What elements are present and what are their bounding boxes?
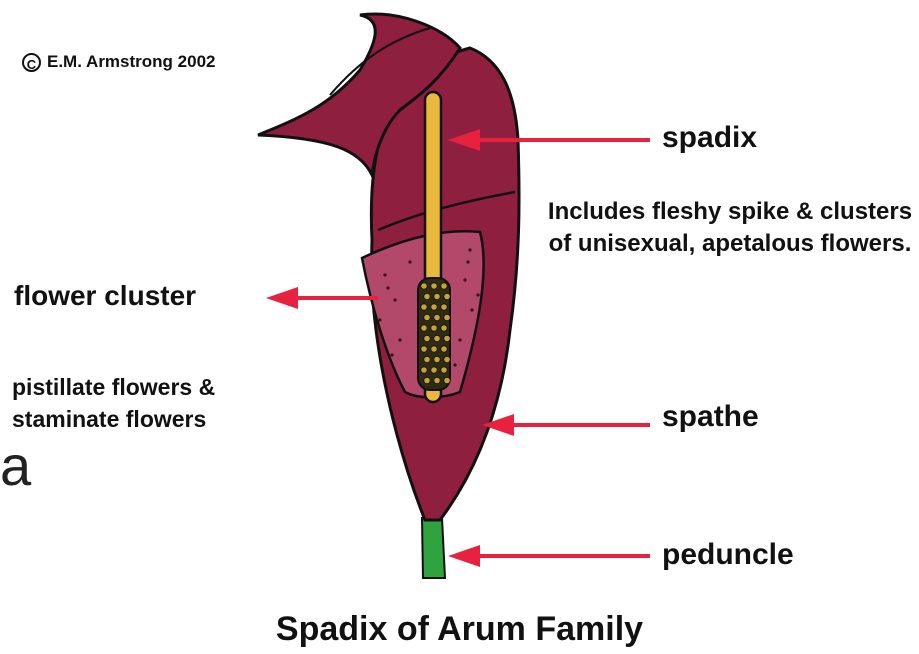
speckle-dot <box>463 278 466 281</box>
spadix-arrow <box>448 129 650 151</box>
spadix-label: spadix <box>662 121 757 155</box>
flower-dot <box>444 293 450 299</box>
flower-dot <box>431 283 437 289</box>
copyright-notice: C E.M. Armstrong 2002 <box>22 52 215 72</box>
speckle-dot <box>390 353 393 356</box>
speckle-dot <box>393 298 396 301</box>
flower-cluster-dots <box>418 278 450 390</box>
diagram-title: Spadix of Arum Family <box>0 610 919 649</box>
flower-dot <box>431 325 437 331</box>
flower-dot <box>441 367 447 373</box>
flower-dot <box>444 356 450 362</box>
speckle-dot <box>378 318 381 321</box>
peduncle-stem <box>422 518 445 578</box>
flower-dot <box>424 293 430 299</box>
flower-dot <box>421 367 427 373</box>
flower-dot <box>424 377 430 383</box>
flower-dot <box>424 356 430 362</box>
spathe-arrow <box>482 414 650 436</box>
speckle-dot <box>383 273 386 276</box>
peduncle-label: peduncle <box>662 538 794 572</box>
flower-dot <box>434 293 440 299</box>
speckle-dot <box>470 308 473 311</box>
flower-dot <box>421 283 427 289</box>
peduncle-arrow <box>448 545 650 567</box>
speckle-dot <box>386 286 389 289</box>
copyright-icon: C <box>22 53 41 72</box>
flower-dot <box>431 346 437 352</box>
spadix-description: Includes fleshy spike & clusters of unis… <box>545 196 915 260</box>
flower-dot <box>444 335 450 341</box>
copyright-text: E.M. Armstrong 2002 <box>47 52 215 72</box>
speckle-dot <box>468 248 471 251</box>
flower-dot <box>441 346 447 352</box>
speckle-dot <box>398 338 401 341</box>
flower-dot <box>421 346 427 352</box>
flower-dot <box>421 304 427 310</box>
flower-dot <box>421 325 427 331</box>
flower-dot <box>424 314 430 320</box>
flower-dot <box>431 367 437 373</box>
flower-dot <box>424 335 430 341</box>
flower-cluster-arrow <box>266 287 378 309</box>
flower-cluster-description: pistillate flowers & staminate flowers <box>12 371 312 435</box>
speckle-dot <box>458 338 461 341</box>
speckle-dot <box>466 260 469 263</box>
stray-glyph: a <box>0 438 31 494</box>
flower-dot <box>441 304 447 310</box>
flower-dot <box>431 304 437 310</box>
flower-dot <box>434 335 440 341</box>
flower-cluster-label: flower cluster <box>14 280 196 312</box>
flower-dot <box>441 325 447 331</box>
flower-dot <box>444 314 450 320</box>
flower-dot <box>434 377 440 383</box>
speckle-dot <box>476 293 479 296</box>
speckle-dot <box>408 260 411 263</box>
flower-dot <box>444 377 450 383</box>
flower-dot <box>434 314 440 320</box>
spathe-label: spathe <box>662 400 759 434</box>
flower-dot <box>441 283 447 289</box>
flower-dot <box>434 356 440 362</box>
speckle-dot <box>453 363 456 366</box>
